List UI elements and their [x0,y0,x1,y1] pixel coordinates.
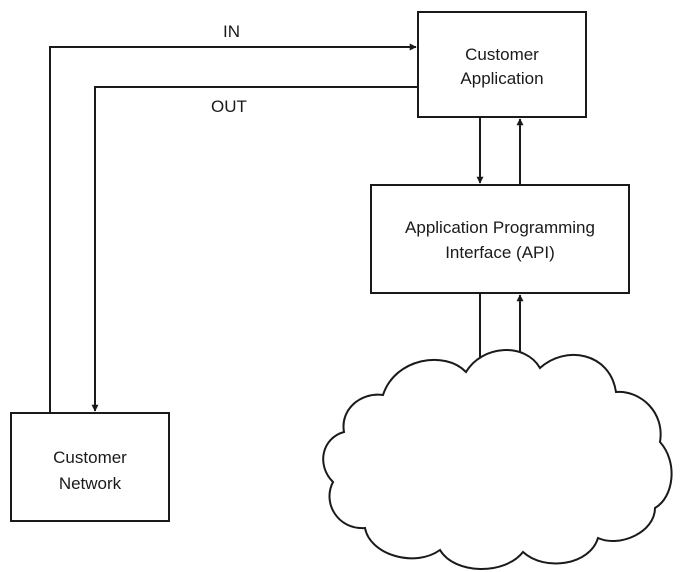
out-flow-arrow [91,86,418,412]
customer-application-label-line2: Application [460,69,543,88]
customer-application-label-line1: Customer [465,45,539,64]
api-label-line2: Interface (API) [445,243,555,262]
api-label-line1: Application Programming [405,218,595,237]
network-cloud-shape [322,349,673,570]
customer-network-box [10,412,170,522]
customer-network-label-line2: Network [59,474,122,493]
out-flow-label: OUT [211,97,247,116]
customer-network-label-line1: Customer [53,448,127,467]
in-flow-label: IN [223,22,240,41]
customer-application-box [417,11,587,118]
api-box [370,184,630,294]
in-flow-arrow [49,43,417,413]
